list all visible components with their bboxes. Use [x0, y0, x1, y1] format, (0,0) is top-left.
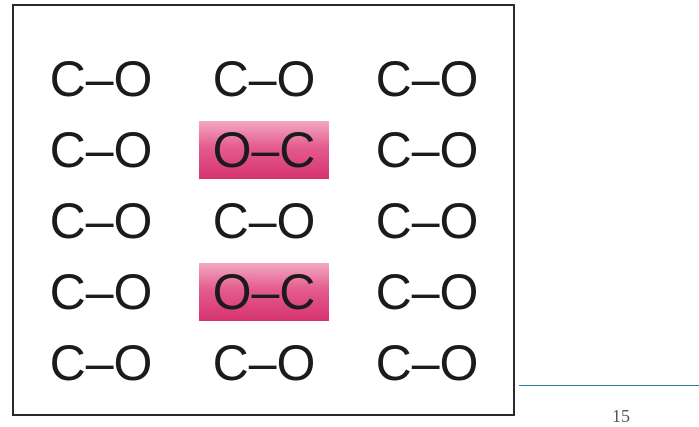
- grid-cell-r3-c2: C–O: [212, 193, 316, 249]
- grid-cell-r1-c1: C–O: [49, 51, 153, 107]
- grid-cell-r5-c1: C–O: [49, 335, 153, 391]
- figure-frame: C–O C–O C–O C–O O–C C–O C–O C–O C–O C–O …: [12, 4, 515, 416]
- grid-cell-r3-c1: C–O: [49, 193, 153, 249]
- grid-cell-r1-c2: C–O: [212, 51, 316, 107]
- footer-rule: [519, 385, 699, 386]
- molecule-grid: C–O C–O C–O C–O O–C C–O C–O C–O C–O C–O …: [36, 50, 525, 405]
- highlighted-cell-r2-c2: O–C: [199, 121, 329, 179]
- grid-cell-r2-c3: C–O: [375, 122, 479, 178]
- highlighted-cell-r4-c2: O–C: [199, 263, 329, 321]
- grid-cell-r1-c3: C–O: [375, 51, 479, 107]
- grid-cell-r2-c1: C–O: [49, 122, 153, 178]
- page-number: 15: [612, 406, 630, 426]
- grid-cell-r3-c3: C–O: [375, 193, 479, 249]
- grid-cell-r4-c3: C–O: [375, 264, 479, 320]
- grid-cell-r5-c2: C–O: [212, 335, 316, 391]
- grid-cell-r4-c1: C–O: [49, 264, 153, 320]
- grid-cell-r5-c3: C–O: [375, 335, 479, 391]
